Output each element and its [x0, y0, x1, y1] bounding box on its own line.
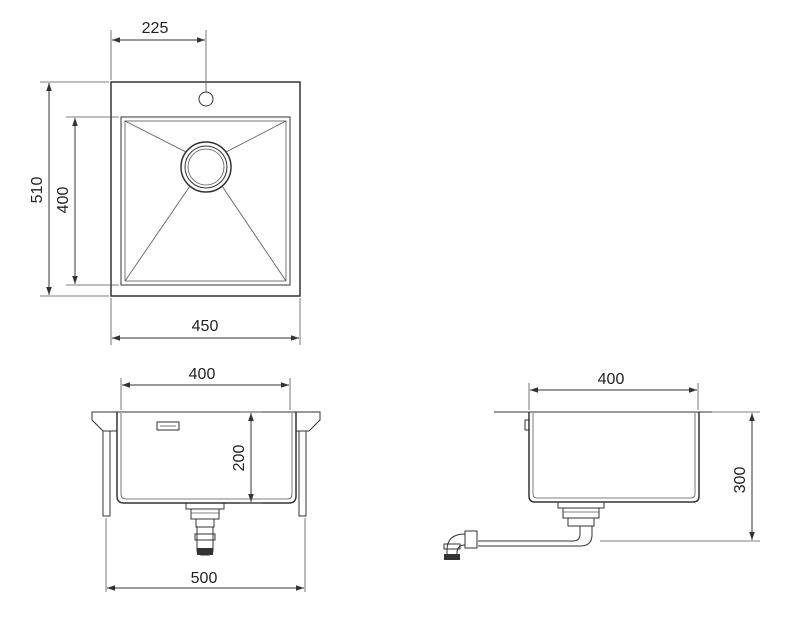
dim-side-total-height: 300 [600, 411, 760, 542]
side-view: 400 300 [443, 371, 760, 560]
cabinet-wall-right [298, 430, 307, 517]
dim-front-inner-width-label: 400 [189, 366, 216, 383]
dim-outer-width-label: 450 [192, 318, 219, 335]
dim-side-total-height-label: 300 [732, 467, 749, 494]
top-view: 225 510 400 450 [29, 20, 301, 345]
front-view: 400 200 500 [91, 366, 321, 592]
dim-inner-height: 400 [55, 116, 119, 286]
dim-tap-offset: 225 [110, 20, 205, 80]
brand-label-plate [156, 421, 180, 431]
dim-outer-width: 450 [110, 298, 301, 345]
bowl-inner-outline [124, 120, 287, 282]
cabinet-wall-left [102, 430, 111, 517]
drain-outlet [180, 141, 232, 193]
sink-outer-outline [110, 81, 301, 297]
countertop-right [295, 411, 321, 432]
bowl-slope-lines [124, 120, 287, 282]
side-bowl-outline [528, 412, 700, 503]
dim-cabinet-width-label: 500 [191, 570, 218, 587]
dim-front-depth-label: 200 [231, 445, 248, 472]
side-drain-and-pipe [443, 501, 605, 560]
dim-side-inner-width: 400 [528, 371, 699, 410]
dim-outer-height-label: 510 [29, 177, 46, 204]
dim-tap-offset-label: 225 [142, 20, 169, 37]
dim-inner-height-label: 400 [55, 187, 72, 214]
dim-outer-height: 510 [29, 81, 109, 297]
front-bowl-outline [116, 412, 297, 504]
dim-front-inner-width: 400 [120, 366, 291, 410]
dim-side-inner-width-label: 400 [598, 371, 625, 388]
tap-hole [198, 91, 214, 107]
countertop-left [91, 411, 118, 432]
front-drain-assembly [185, 502, 225, 556]
bowl-outline [120, 116, 291, 286]
dim-cabinet-width: 500 [105, 518, 306, 592]
dim-front-depth: 200 [231, 411, 262, 504]
